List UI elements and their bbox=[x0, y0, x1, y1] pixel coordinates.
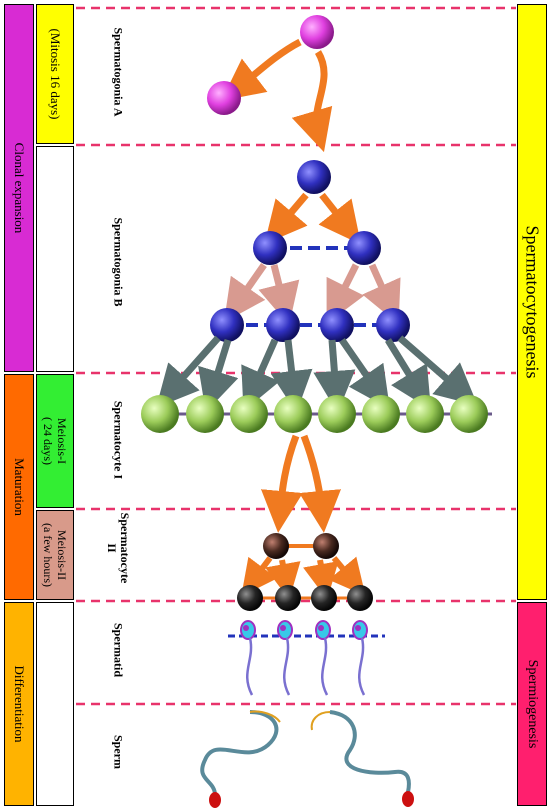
arrow-orange bbox=[265, 559, 301, 600]
arrow-gray bbox=[270, 339, 313, 413]
cell-spermatogonia-a bbox=[300, 15, 334, 49]
cell-spermatocyte-2 bbox=[263, 533, 289, 559]
phase-band-maturation: Maturation bbox=[4, 374, 34, 600]
spermatid-cell bbox=[277, 620, 293, 696]
cell-spermatogonia-b bbox=[210, 308, 244, 342]
cell-spermatocyte-1 bbox=[406, 395, 444, 433]
arrow-a-to-a bbox=[221, 38, 302, 101]
division-band-empty-2 bbox=[36, 602, 74, 806]
spermatid-cell bbox=[240, 620, 256, 696]
arrow-b1-right bbox=[318, 192, 361, 245]
sperm-tail bbox=[200, 710, 279, 796]
cell-spermatocyte-1 bbox=[230, 395, 268, 433]
arrow-orange bbox=[299, 434, 342, 533]
spermatogonia-a-group bbox=[207, 15, 334, 153]
cell-spermatocyte-1 bbox=[362, 395, 400, 433]
spermatocyte-2-group bbox=[237, 533, 373, 611]
cell-spermatocyte-1 bbox=[141, 395, 179, 433]
cell-spermatogonia-a bbox=[207, 81, 241, 115]
spermatid-cell bbox=[352, 620, 368, 696]
arrow-orange bbox=[241, 556, 278, 597]
arrow-b2-1 bbox=[223, 262, 267, 323]
cell-spermatocyte-1 bbox=[450, 395, 488, 433]
arrow-gray bbox=[339, 338, 390, 410]
cell-spermatocyte-2-daughter bbox=[311, 585, 337, 611]
right-band-spermiogenesis: Spermiogenesis bbox=[517, 602, 547, 806]
arrows-to-spermatocyte-1 bbox=[156, 335, 478, 413]
spermatogonia-b-group bbox=[210, 160, 410, 342]
cell-spermatocyte-1 bbox=[186, 395, 224, 433]
right-band-spermatocytogenesis: Spermatocytogenesis bbox=[517, 4, 547, 600]
sperm-tail bbox=[329, 710, 411, 793]
arrow-orange bbox=[328, 556, 366, 596]
cell-spermatocyte-1 bbox=[274, 395, 312, 433]
sperm-group bbox=[200, 710, 414, 808]
arrow-b2-4 bbox=[362, 263, 401, 325]
cell-spermatogonia-b bbox=[347, 231, 381, 265]
cell-spermatocyte-2-daughter bbox=[237, 585, 263, 611]
arrow-orange bbox=[303, 559, 339, 600]
division-band-meiosis-2: Meiosis-II (a few hours) bbox=[36, 510, 74, 600]
cell-spermatocyte-2-daughter bbox=[347, 585, 373, 611]
arrow-gray bbox=[156, 335, 221, 408]
arrow-gray bbox=[385, 338, 432, 410]
arrow-gray bbox=[313, 339, 356, 413]
cell-spermatogonia-b bbox=[253, 231, 287, 265]
arrow-gray bbox=[241, 338, 280, 412]
phase-band-differentiation: Differentiation bbox=[4, 602, 34, 806]
division-band-mitosis: (Mitosis 16 days) bbox=[36, 4, 74, 144]
arrows-to-spermatocyte-2 bbox=[260, 434, 342, 533]
arrow-b1-left bbox=[264, 192, 309, 245]
arrow-gray bbox=[397, 335, 478, 406]
division-band-empty-1 bbox=[36, 146, 74, 372]
cell-spermatogonia-b bbox=[320, 308, 354, 342]
spermatid-group bbox=[228, 620, 385, 696]
phase-band-clonal-expansion: Clonal expansion bbox=[4, 4, 34, 372]
spermatocyte-1-group bbox=[141, 395, 492, 433]
spermatid-cell bbox=[315, 620, 331, 696]
cell-spermatocyte-2-daughter bbox=[275, 585, 301, 611]
cell-spermatogonia-b bbox=[297, 160, 331, 194]
cell-spermatocyte-2 bbox=[313, 533, 339, 559]
cell-spermatocyte-1 bbox=[318, 395, 356, 433]
sperm-head bbox=[402, 791, 414, 807]
sperm-tail-tip bbox=[249, 710, 281, 723]
arrow-b2-3 bbox=[326, 263, 365, 324]
arrow-gray bbox=[198, 338, 239, 413]
arrow-b2-2 bbox=[258, 264, 300, 326]
cell-spermatogonia-b bbox=[376, 308, 410, 342]
sperm-tail-tip bbox=[310, 711, 331, 731]
cell-spermatogonia-b bbox=[266, 308, 300, 342]
arrow-orange bbox=[260, 434, 303, 533]
sperm-head bbox=[209, 792, 221, 808]
division-band-meiosis-1: Meiosis-I ( 24 days) bbox=[36, 374, 74, 508]
arrow-a-to-b bbox=[291, 50, 333, 153]
